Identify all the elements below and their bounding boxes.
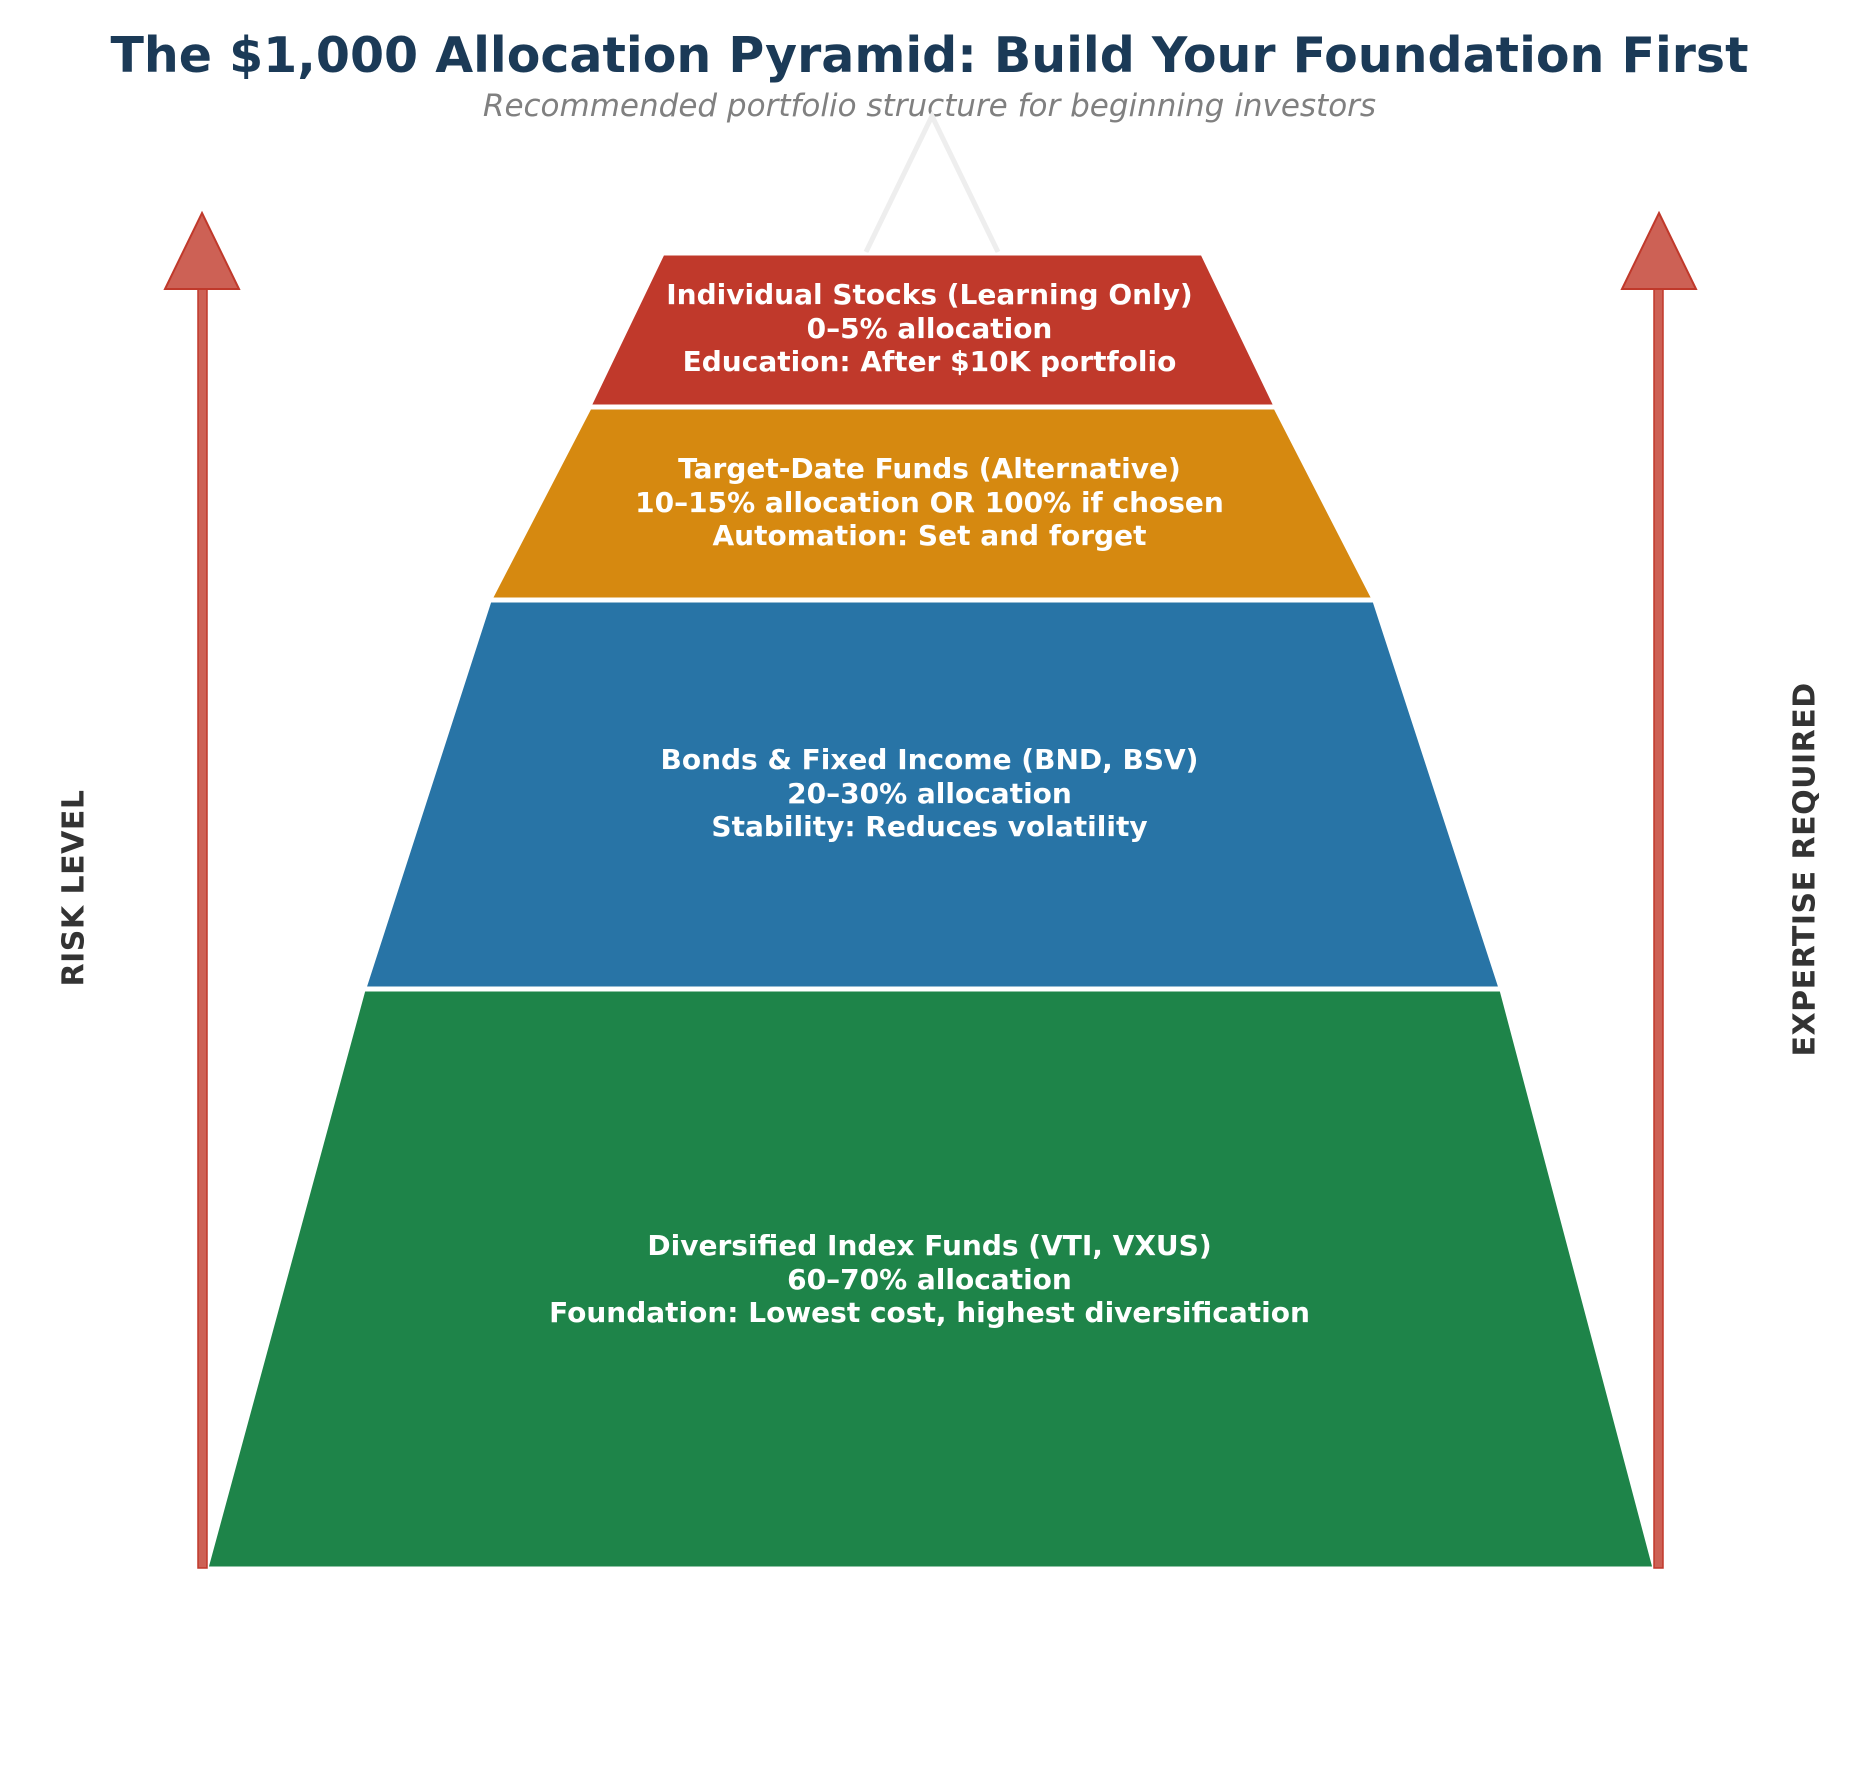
layer-note: Automation: Set and forget xyxy=(712,519,1147,552)
layer-note: Stability: Reduces volatility xyxy=(711,810,1148,843)
layer-note: Education: After $10K portfolio xyxy=(682,345,1177,378)
pyramid-layer-individual-stocks xyxy=(587,252,1278,408)
layer-label-index-funds: Diversified Index Funds (VTI, VXUS) 60–7… xyxy=(0,1229,1859,1330)
layer-name: Bonds & Fixed Income (BND, BSV) xyxy=(660,743,1199,776)
layer-allocation: 60–70% allocation xyxy=(787,1262,1072,1296)
risk-arrow-icon xyxy=(163,210,241,1569)
layer-note: Foundation: Lowest cost, highest diversi… xyxy=(549,1296,1310,1329)
pyramid-layer-target-date-funds xyxy=(488,406,1376,601)
pyramid-layer-bonds xyxy=(362,599,1503,990)
page-title: The $1,000 Allocation Pyramid: Build You… xyxy=(110,27,1749,84)
expertise-required-label: EXPERTISE REQUIRED xyxy=(1787,682,1823,1057)
expertise-arrow-icon xyxy=(1620,210,1698,1569)
layer-allocation: 20–30% allocation xyxy=(787,776,1072,810)
layer-name: Diversified Index Funds (VTI, VXUS) xyxy=(647,1229,1212,1262)
layer-label-bonds: Bonds & Fixed Income (BND, BSV) 20–30% a… xyxy=(0,743,1859,844)
layer-label-individual-stocks: Individual Stocks (Learning Only) 0–5% a… xyxy=(0,278,1859,379)
layer-name: Target-Date Funds (Alternative) xyxy=(678,452,1181,485)
risk-level-label: RISK LEVEL xyxy=(56,789,92,987)
layer-label-target-date-funds: Target-Date Funds (Alternative) 10–15% a… xyxy=(0,452,1859,553)
pyramid-apex-outline xyxy=(863,110,1001,254)
layer-name: Individual Stocks (Learning Only) xyxy=(666,278,1193,311)
layer-allocation: 0–5% allocation xyxy=(806,311,1053,345)
layer-allocation: 10–15% allocation OR 100% if chosen xyxy=(635,485,1224,519)
